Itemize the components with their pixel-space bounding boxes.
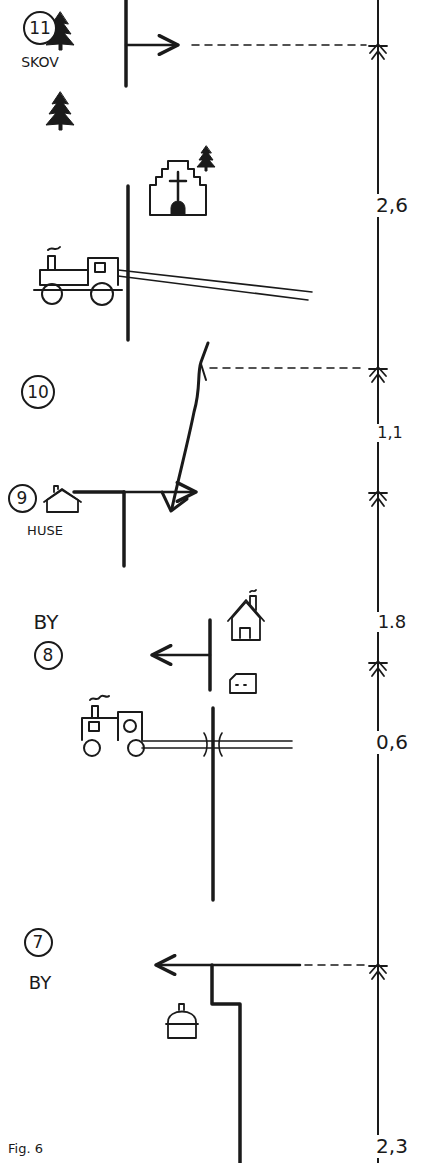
house-symbol	[44, 486, 81, 512]
distance-value: 2,3	[374, 1135, 410, 1158]
house-symbol	[166, 1004, 198, 1038]
step-number-circle: 9	[8, 484, 37, 513]
figure-caption: Fig. 6	[6, 1141, 45, 1157]
check-marks	[369, 44, 387, 979]
place-name: BY	[27, 973, 53, 994]
distance-value: 0,6	[374, 731, 410, 754]
step-number-circle: 10	[21, 375, 55, 409]
step-number: 7	[33, 934, 44, 951]
train-symbol	[82, 696, 144, 756]
distance-value: 1,1	[375, 424, 404, 443]
house-symbol	[228, 590, 264, 693]
railway	[118, 270, 312, 300]
dashed-leaders	[192, 45, 366, 965]
place-name: SKOV	[19, 54, 61, 71]
step-number: 8	[43, 647, 54, 664]
step-number-circle: 11	[23, 11, 57, 45]
step-number-circle: 7	[24, 928, 53, 957]
distance-line	[377, 0, 379, 1163]
step-number: 9	[17, 490, 28, 507]
train-symbol	[34, 247, 122, 305]
place-name: HUSE	[25, 523, 65, 539]
place-name: BY	[32, 611, 61, 634]
railway	[142, 733, 292, 756]
step-number: 10	[27, 384, 49, 401]
step-number: 11	[29, 20, 51, 37]
church-symbol	[150, 161, 206, 215]
distance-value: 1.8	[376, 612, 409, 633]
step-number-circle: 8	[34, 641, 63, 670]
distance-value: 2,6	[374, 194, 410, 217]
road-curve	[162, 343, 208, 511]
tree-symbols	[46, 12, 215, 171]
